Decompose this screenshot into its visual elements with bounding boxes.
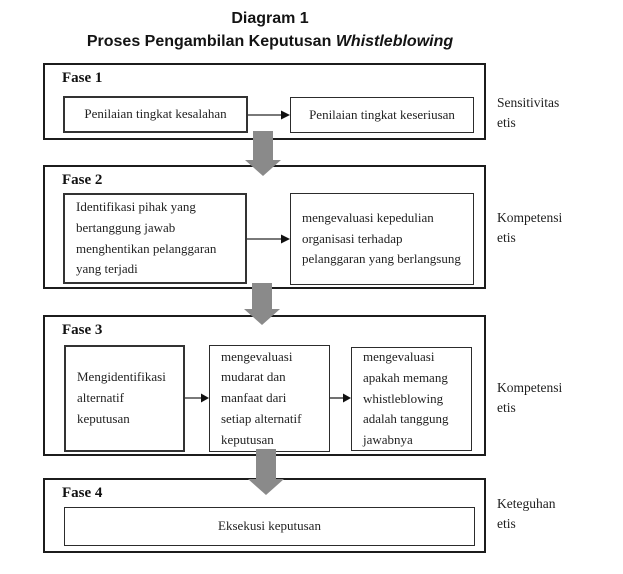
arrow-down-icon bbox=[248, 449, 284, 495]
phase-3: Fase 3 Mengidentifikasi alternatif keput… bbox=[43, 315, 486, 456]
side-label-sensitivitas-etis: Sensitivitas etis bbox=[497, 95, 560, 130]
phase-2-label: Fase 2 bbox=[62, 172, 103, 188]
subtitle-italic-word: Whistleblowing bbox=[335, 33, 454, 50]
side-label-keteguhan-etis: Keteguhan etis bbox=[497, 496, 556, 531]
phase-3-label: Fase 3 bbox=[62, 322, 103, 338]
phase-2: Fase 2 Identifikasi pihak yang bertanggu… bbox=[43, 165, 486, 289]
step-text: Eksekusi keputusan bbox=[218, 518, 321, 534]
step-text: Identifikasi pihak yang bertanggung jawa… bbox=[76, 198, 217, 277]
arrow-right-icon bbox=[330, 393, 351, 403]
phase-4-label: Fase 4 bbox=[62, 485, 103, 501]
diagram-header: Diagram 1 Proses Pengambilan Keputusan W… bbox=[0, 8, 540, 53]
side-label-kompetensi-etis-2: Kompetensi etis bbox=[497, 380, 563, 415]
arrow-right-icon bbox=[185, 393, 209, 403]
phase-4-step-1: Eksekusi keputusan bbox=[64, 507, 475, 546]
arrow-right-icon bbox=[248, 110, 290, 120]
side-label-kompetensi-etis-1: Kompetensi etis bbox=[497, 210, 563, 245]
subtitle-text: Proses Pengambilan Keputusan bbox=[86, 33, 332, 50]
step-text: Mengidentifikasi alternatif keputusan bbox=[77, 369, 166, 426]
step-text: mengevaluasi kepedulian organisasi terha… bbox=[302, 209, 461, 267]
phase-3-step-2: mengevaluasi mudarat dan manfaat dari se… bbox=[209, 345, 330, 452]
arrow-right-icon bbox=[247, 234, 290, 244]
phase-3-step-1: Mengidentifikasi alternatif keputusan bbox=[64, 345, 185, 452]
diagram-title: Diagram 1 bbox=[231, 10, 309, 27]
phase-1-step-1: Penilaian tingkat kesalahan bbox=[63, 96, 248, 133]
phase-1-step-2: Penilaian tingkat keseriusan bbox=[290, 97, 474, 133]
phase-3-step-3: mengevaluasi apakah memang whistleblowin… bbox=[351, 347, 472, 451]
arrow-down-icon bbox=[245, 131, 281, 176]
phase-1: Fase 1 Penilaian tingkat kesalahan Penil… bbox=[43, 63, 486, 140]
diagram-subtitle: Proses Pengambilan Keputusan Whistleblow… bbox=[0, 31, 540, 53]
phase-2-step-1: Identifikasi pihak yang bertanggung jawa… bbox=[63, 193, 247, 284]
step-text: Penilaian tingkat kesalahan bbox=[84, 106, 227, 122]
phase-1-label: Fase 1 bbox=[62, 70, 103, 86]
step-text: Penilaian tingkat keseriusan bbox=[309, 106, 455, 122]
phase-2-step-2: mengevaluasi kepedulian organisasi terha… bbox=[290, 193, 474, 285]
step-text: mengevaluasi apakah memang whistleblowin… bbox=[363, 349, 449, 448]
arrow-down-icon bbox=[244, 283, 280, 325]
step-text: mengevaluasi mudarat dan manfaat dari se… bbox=[221, 348, 302, 447]
